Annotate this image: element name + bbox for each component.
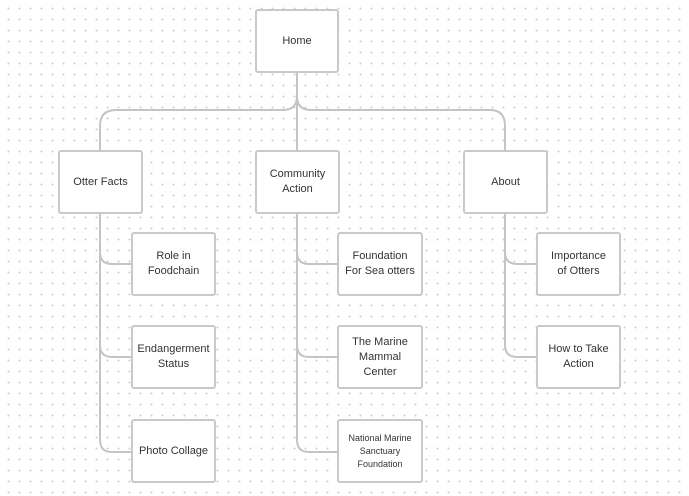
node-importance-of-otters[interactable]: Importance of Otters (536, 232, 621, 296)
connector-root-about (296, 72, 506, 150)
connector-otter-facts-role (99, 213, 132, 265)
connector-root-otter-facts (99, 72, 298, 150)
connector-otter-facts-endangerment (99, 213, 132, 358)
node-about-label: About (491, 175, 520, 188)
node-home-label: Home (282, 34, 312, 47)
node-otter-facts[interactable]: Otter Facts (58, 150, 143, 214)
connector-community-national-marine (296, 213, 338, 453)
connector-otter-facts-photo (99, 213, 132, 453)
node-national-marine-sanctuary-foundation-label: National Marine Sanctuary Foundation (348, 432, 412, 469)
node-how-to-take-action[interactable]: How to Take Action (536, 325, 621, 389)
node-about[interactable]: About (463, 150, 548, 214)
node-importance-of-otters-label: Importance of Otters (550, 250, 607, 277)
node-role-in-foodchain[interactable]: Role in Foodchain (131, 232, 216, 296)
node-photo-collage-label: Photo Collage (138, 444, 209, 457)
node-photo-collage[interactable]: Photo Collage (131, 419, 216, 483)
connector-community-marine-center (296, 213, 338, 358)
node-endangerment-status[interactable]: Endangerment Status (131, 325, 216, 389)
connector-about-importance (504, 213, 537, 265)
node-foundation-for-sea-otters[interactable]: Foundation For Sea otters (337, 232, 423, 296)
node-role-in-foodchain-label: Role in Foodchain (147, 250, 200, 277)
node-marine-mammal-center[interactable]: The Marine Mammal Center (337, 325, 423, 389)
node-foundation-for-sea-otters-label: Foundation For Sea otters (345, 250, 415, 277)
node-home[interactable]: Home (255, 9, 339, 73)
connector-about-how-to (504, 213, 537, 358)
node-how-to-take-action-label: How to Take Action (548, 343, 609, 370)
node-marine-mammal-center-label: The Marine Mammal Center (352, 335, 408, 378)
node-endangerment-status-label: Endangerment Status (137, 343, 210, 370)
node-otter-facts-label: Otter Facts (73, 175, 128, 188)
node-national-marine-sanctuary-foundation[interactable]: National Marine Sanctuary Foundation (337, 419, 423, 483)
connector-community-foundation (296, 213, 338, 265)
node-community-action[interactable]: Community Action (255, 150, 340, 214)
node-community-action-label: Community Action (269, 168, 326, 195)
